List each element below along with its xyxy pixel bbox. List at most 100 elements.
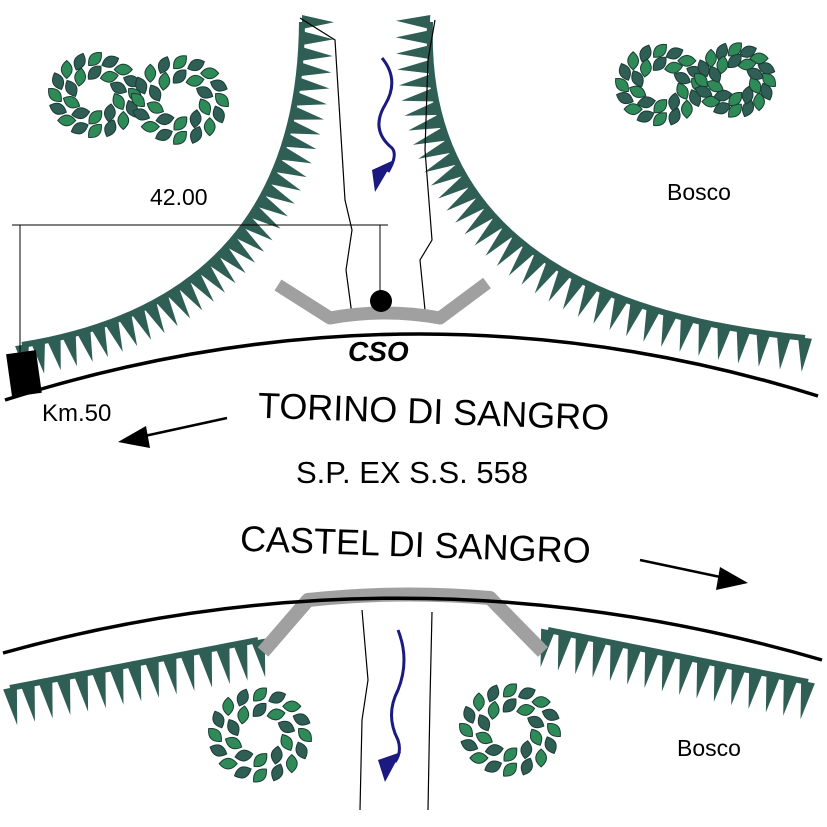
vegetation-tooth [283, 133, 317, 150]
vegetation-tooth [180, 652, 195, 692]
vegetation-tooth [800, 680, 815, 720]
vegetation-tooth [298, 62, 332, 77]
vegetation-tooth [736, 328, 751, 364]
vegetation-tooth [226, 236, 256, 263]
vegetation-tooth [679, 656, 694, 695]
vegetation-tooth [661, 652, 677, 692]
tree-cluster-icon [131, 55, 229, 145]
vegetation-tooth [446, 185, 479, 211]
tree-cluster-icon [694, 42, 776, 118]
vegetation-tooth [575, 635, 590, 675]
vegetation-tooth [287, 119, 321, 135]
vegetation-tooth [496, 235, 525, 266]
vegetation-tooth [396, 45, 431, 60]
vegetation-tooth [301, 15, 334, 29]
vegetation-tooth [508, 244, 536, 276]
flow-direction-arrow-icon [378, 629, 406, 782]
vegetation-tooth [713, 663, 729, 702]
vegetation-tooth [698, 321, 713, 357]
vegetation-tooth [430, 163, 465, 186]
vegetation-tooth [279, 146, 312, 164]
embankment-edge [547, 627, 809, 685]
vegetation-tooth [485, 226, 514, 256]
road-identifier: S.P. EX S.S. 558 [296, 455, 528, 490]
vegetation-tooth [91, 669, 106, 709]
vegetation-tooth [424, 151, 458, 173]
vegetation-tooth [144, 659, 159, 698]
vegetation-tooth [412, 127, 448, 145]
stream-banks [299, 17, 436, 811]
vegetation-tooth [592, 639, 607, 678]
traffic-arrows [118, 416, 748, 590]
flow-direction-arrows [372, 57, 406, 782]
vegetation-tooth [557, 632, 573, 671]
vegetation-tooth [162, 655, 177, 695]
bosco-label-bottom: Bosco [677, 735, 741, 761]
vegetation-tooth [268, 171, 301, 191]
vegetation-tooth [534, 260, 559, 294]
vegetation-tooth [46, 337, 61, 371]
tree-cluster-icon [615, 43, 705, 127]
vegetation-tooth [455, 196, 487, 223]
vegetation-tooth [418, 139, 453, 159]
vegetation-tooth [256, 194, 288, 217]
vegetation-tooth [577, 283, 599, 317]
bosco-label-top: Bosco [667, 179, 731, 205]
vegetation-tooth [474, 216, 504, 246]
road-name-north: TORINO DI SANGRO [257, 385, 610, 438]
road-edge-south [2, 596, 823, 662]
cso-point-icon [370, 290, 392, 312]
vegetation-tooth [242, 216, 273, 241]
vegetation-tooth [643, 307, 661, 342]
tree-cluster-icon [208, 687, 312, 783]
direction-arrow-icon [118, 416, 228, 448]
vegetation-tooth [109, 666, 124, 705]
vegetation-tooth [626, 301, 644, 337]
vegetation-tooth [31, 340, 45, 374]
vegetation-tooth [76, 329, 93, 362]
embankment-vegetation [3, 15, 815, 726]
vegetation-tooth [300, 46, 333, 61]
km-marker-icon [6, 350, 42, 397]
vegetation-tooth [401, 87, 437, 102]
vegetation-tooth [167, 287, 191, 319]
vegetation-tooth [748, 670, 763, 709]
vegetation-tooth [197, 648, 213, 688]
vegetation-tooth [215, 645, 230, 685]
vegetation-tooth [301, 31, 334, 46]
vegetation-tooth [62, 333, 77, 367]
vegetation-tooth [679, 317, 695, 352]
flow-direction-arrow-icon [372, 57, 396, 192]
vegetation-tooth [38, 679, 53, 719]
road-edges [2, 332, 823, 662]
vegetation-tooth [438, 174, 471, 199]
vegetation-tooth [644, 649, 659, 689]
vegetation-tooth [127, 662, 142, 702]
vegetation-tooth [217, 245, 246, 274]
vegetation-tooth [627, 645, 642, 685]
vegetation-tooth [783, 677, 798, 716]
dimension-label: 42.00 [150, 184, 208, 210]
vegetation-tooth [233, 642, 248, 681]
vegetation-tooth [188, 272, 214, 302]
vegetation-tooth [118, 313, 138, 347]
road-edge-north [4, 332, 819, 402]
vegetation-tooth [548, 268, 572, 302]
cso-label: CSO [348, 336, 409, 367]
woodland-clusters [48, 42, 776, 783]
vegetation-tooth [143, 301, 165, 334]
dimension-line [12, 224, 388, 352]
vegetation-tooth [609, 295, 629, 331]
vegetation-tooth [464, 206, 495, 235]
vegetation-tooth [73, 672, 89, 712]
vegetation-tooth [398, 73, 434, 88]
road-name-south: CASTEL DI SANGRO [239, 518, 591, 571]
vegetation-tooth [404, 101, 440, 116]
vegetation-tooth [296, 77, 330, 92]
vegetation-tooth [20, 683, 35, 722]
tree-cluster-icon [459, 683, 561, 777]
vegetation-tooth [234, 226, 265, 252]
vegetation-tooth [661, 312, 677, 347]
vegetation-tooth [798, 337, 812, 372]
vegetation-tooth [765, 673, 781, 713]
